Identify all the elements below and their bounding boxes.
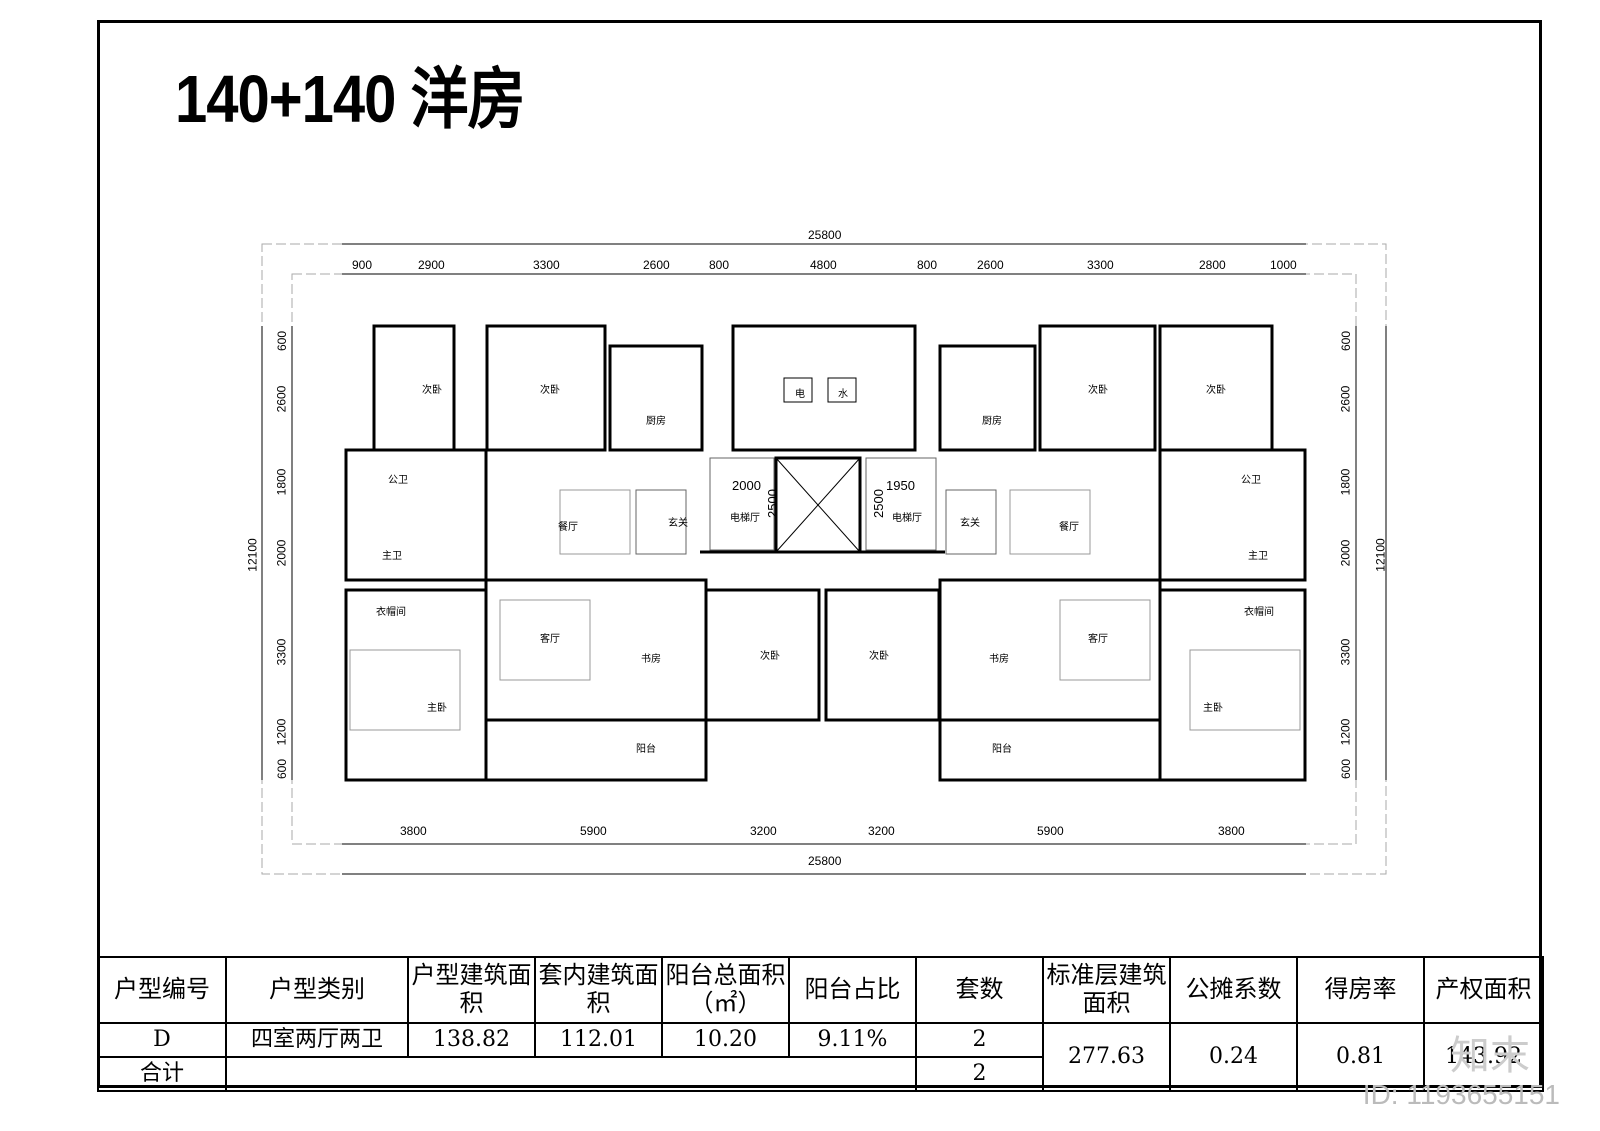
dim-top-6: 800 <box>917 258 938 272</box>
dim-top-1: 2900 <box>418 258 445 272</box>
dim-top-0: 900 <box>352 258 373 272</box>
room-living-right: 客厅 <box>1088 634 1108 645</box>
room-elevator-hall-right: 电梯厅 <box>892 513 922 524</box>
room-foyer-left: 玄关 <box>668 518 688 529</box>
header-cell: 户型编号 <box>97 956 227 1024</box>
dim-top-4: 800 <box>709 258 730 272</box>
header-cell: 套数 <box>915 956 1044 1024</box>
dim-bottom-1: 5900 <box>580 824 607 838</box>
room-water: 水 <box>838 389 848 400</box>
dim-top-5: 4800 <box>810 258 837 272</box>
room-master-bed-right: 主卧 <box>1203 703 1223 714</box>
dim-top-10: 1000 <box>1270 258 1297 272</box>
room-elec: 电 <box>795 389 805 400</box>
header-cell: 公摊系数 <box>1169 956 1298 1024</box>
header-cell: 户型建筑面积 <box>407 956 536 1024</box>
header-cell: 标准层建筑面积 <box>1042 956 1171 1024</box>
room-dining-left: 餐厅 <box>558 522 578 533</box>
dim-top-3: 2600 <box>643 258 670 272</box>
table-total-row: 合计 2 <box>97 1056 1543 1092</box>
room-bedroom-3: 次卧 <box>760 651 780 662</box>
room-bedroom-1: 次卧 <box>422 385 442 396</box>
dim-top-7: 2600 <box>977 258 1004 272</box>
drawing-title: 140+140 洋房 <box>175 62 526 137</box>
room-elevator-hall-left: 电梯厅 <box>730 513 760 524</box>
room-study-right: 书房 <box>989 654 1009 665</box>
header-cell: 得房率 <box>1296 956 1425 1024</box>
room-bedroom-6: 次卧 <box>1206 385 1226 396</box>
header-cell: 套内建筑面积 <box>534 956 663 1024</box>
room-master-bath-right: 主卫 <box>1248 551 1268 562</box>
cell-unit-count: 2 <box>915 1022 1044 1058</box>
header-cell: 阳台占比 <box>788 956 917 1024</box>
dim-bottom-2: 3200 <box>750 824 777 838</box>
dim-top-9: 2800 <box>1199 258 1226 272</box>
watermark-id: ID: 1193655151 <box>1362 1079 1560 1110</box>
watermark-brand: 知末 <box>1450 1033 1530 1079</box>
room-kitchen-right: 厨房 <box>982 416 1002 427</box>
dim-overall-top: 25800 <box>808 228 842 242</box>
dim-top-2: 3300 <box>533 258 560 272</box>
room-bedroom-2: 次卧 <box>540 385 560 396</box>
cell-net-area: 112.01 <box>534 1022 663 1058</box>
room-cloakroom-left: 衣帽间 <box>376 607 406 618</box>
room-master-bed-left: 主卧 <box>427 703 447 714</box>
room-public-bath-left: 公卫 <box>388 475 408 486</box>
cell-unit-type: 四室两厅两卫 <box>225 1022 409 1058</box>
dim-bottom-5: 3800 <box>1218 824 1245 838</box>
room-kitchen-left: 厨房 <box>646 416 666 427</box>
cell-floor-area: 277.63 <box>1042 1022 1171 1092</box>
cell-usable-ratio: 0.81 <box>1296 1022 1425 1092</box>
room-bedroom-4: 次卧 <box>869 651 889 662</box>
header-cell: 阳台总面积（㎡） <box>661 956 790 1024</box>
cell-empty <box>225 1056 917 1092</box>
dim-bottom-4: 5900 <box>1037 824 1064 838</box>
dim-bottom-3: 3200 <box>868 824 895 838</box>
room-balcony-right: 阳台 <box>992 744 1012 755</box>
cell-balcony-area: 10.20 <box>661 1022 790 1058</box>
room-bedroom-5: 次卧 <box>1088 385 1108 396</box>
room-living-left: 客厅 <box>540 634 560 645</box>
room-foyer-right: 玄关 <box>960 518 980 529</box>
dim-bottom-0: 3800 <box>400 824 427 838</box>
table-header-row: 户型编号 户型类别 户型建筑面积 套内建筑面积 阳台总面积（㎡） 阳台占比 套数… <box>97 956 1544 1024</box>
header-cell: 户型类别 <box>225 956 409 1024</box>
room-cloakroom-right: 衣帽间 <box>1244 607 1274 618</box>
table-row: D 四室两厅两卫 138.82 112.01 10.20 9.11% 2 277… <box>97 1022 1544 1092</box>
cell-shared-coef: 0.24 <box>1169 1022 1298 1092</box>
dim-lobby-right: 1950 <box>886 478 915 493</box>
unit-area-table: 户型编号 户型类别 户型建筑面积 套内建筑面积 阳台总面积（㎡） 阳台占比 套数… <box>97 956 1544 1092</box>
cell-balcony-ratio: 9.11% <box>788 1022 917 1058</box>
room-master-bath-left: 主卫 <box>382 551 402 562</box>
room-public-bath-right: 公卫 <box>1241 475 1261 486</box>
header-cell: 产权面积 <box>1423 956 1544 1024</box>
cell-title-area: 143.92 <box>1423 1022 1544 1092</box>
cell-unit-id: D <box>97 1022 227 1058</box>
room-dining-right: 餐厅 <box>1059 522 1079 533</box>
cell-gross-area: 138.82 <box>407 1022 536 1058</box>
cell-total-count: 2 <box>915 1056 1044 1092</box>
dim-lobby-left: 2000 <box>732 478 761 493</box>
cell-total-label: 合计 <box>97 1056 227 1092</box>
room-balcony-left: 阳台 <box>636 744 656 755</box>
dim-top-8: 3300 <box>1087 258 1114 272</box>
room-study-left: 书房 <box>641 654 661 665</box>
dim-overall-bottom: 25800 <box>808 854 842 868</box>
